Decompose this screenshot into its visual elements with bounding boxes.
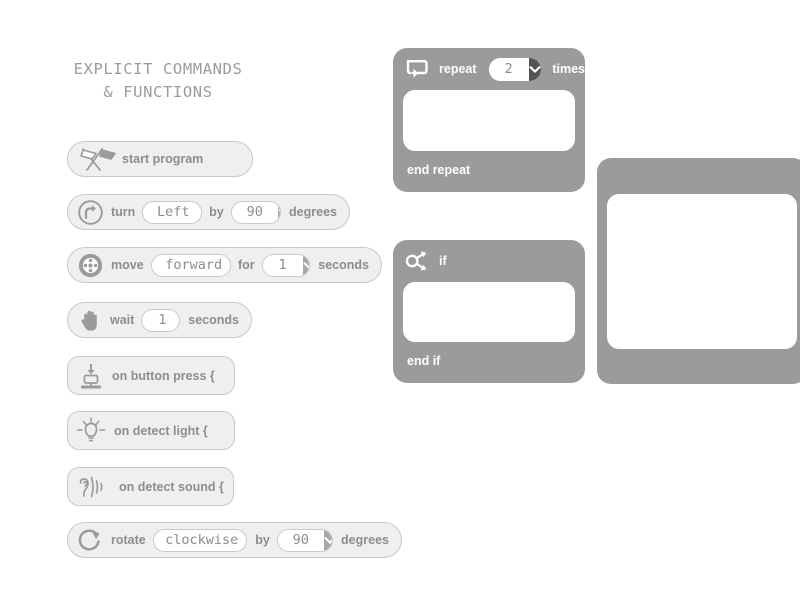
dropdown-value-repeat-count: 2 <box>488 57 529 81</box>
control-block-third-body-slot[interactable] <box>607 194 797 349</box>
ear-sound-icon <box>75 472 115 502</box>
button-press-icon <box>77 361 105 391</box>
control-block-if-body-slot[interactable] <box>403 282 575 342</box>
control-block-third-header <box>597 158 800 194</box>
command-label-on-button-press: on button press { <box>112 368 215 383</box>
control-block-third-clipped[interactable] <box>597 158 800 384</box>
lightbulb-icon <box>75 415 107 447</box>
command-mid-move: for <box>237 258 255 272</box>
command-tail-rotate: degrees <box>341 533 389 547</box>
command-block-on-detect-sound[interactable]: on detect sound { <box>67 467 234 506</box>
command-block-turn[interactable]: turn Left by 90 degrees <box>67 194 350 230</box>
chevron-down-icon[interactable] <box>323 529 333 551</box>
command-label-move: move <box>111 258 144 272</box>
hand-icon <box>77 307 103 334</box>
repeat-loop-icon <box>405 57 431 81</box>
dropdown-value-turn-direction: Left <box>143 201 202 223</box>
command-label-wait: wait <box>110 313 135 327</box>
dropdown-move-seconds[interactable]: 1 <box>261 253 311 277</box>
command-label-on-detect-light: on detect light { <box>114 423 208 438</box>
dropdown-move-direction[interactable]: forward <box>150 253 231 277</box>
command-mid-rotate: by <box>255 533 270 547</box>
wheel-icon <box>77 252 104 279</box>
dropdown-rotate-direction[interactable]: clockwise <box>152 528 248 552</box>
command-tail-move: seconds <box>318 258 369 272</box>
control-block-third-footer <box>597 349 800 384</box>
control-block-repeat-header: repeat 2 times <box>393 48 585 90</box>
control-block-repeat[interactable]: repeat 2 times end repeat <box>393 48 585 192</box>
rotate-circle-arrow-icon <box>77 527 104 554</box>
command-label-turn: turn <box>111 205 136 219</box>
turn-arrow-circle-icon <box>77 199 104 226</box>
control-block-repeat-label: repeat <box>439 62 477 76</box>
command-tail-turn: degrees <box>289 205 337 219</box>
page-title: EXPLICIT COMMANDS & FUNCTIONS <box>42 58 274 104</box>
control-block-if-header: if <box>393 240 585 282</box>
dropdown-wait-seconds[interactable]: 1 <box>141 308 181 332</box>
command-mid-turn: by <box>209 205 224 219</box>
command-block-wait[interactable]: wait 1 seconds <box>67 302 252 338</box>
dropdown-value-move-seconds: 1 <box>262 254 303 276</box>
control-block-repeat-body-slot[interactable] <box>403 90 575 151</box>
command-label-on-detect-sound: on detect sound { <box>119 479 224 494</box>
control-block-repeat-tail: times <box>552 62 585 76</box>
control-block-if-footer: end if <box>407 354 441 368</box>
command-block-move[interactable]: move forward for 1 seconds <box>67 247 382 283</box>
page-title-line1: EXPLICIT COMMANDS <box>73 60 243 78</box>
branch-arrows-icon <box>405 249 431 273</box>
dropdown-repeat-count[interactable]: 2 <box>488 57 542 81</box>
control-block-repeat-footer: end repeat <box>407 163 471 177</box>
command-label-rotate: rotate <box>111 533 146 547</box>
dropdown-value-turn-degrees: 90 <box>231 201 278 223</box>
control-block-if-label: if <box>439 254 447 268</box>
dropdown-turn-direction[interactable]: Left <box>142 200 203 224</box>
command-tail-wait: seconds <box>188 313 239 327</box>
command-block-on-button-press[interactable]: on button press { <box>67 356 235 395</box>
chevron-down-icon[interactable] <box>528 57 542 81</box>
command-label-start-program: start program <box>122 152 204 166</box>
command-block-start-program[interactable]: start program <box>67 141 253 177</box>
command-block-on-detect-light[interactable]: on detect light { <box>67 411 235 450</box>
chevron-down-icon[interactable] <box>302 254 310 276</box>
control-block-if[interactable]: if end if <box>393 240 585 383</box>
command-block-rotate[interactable]: rotate clockwise by 90 degrees <box>67 522 402 558</box>
dropdown-value-rotate-degrees: 90 <box>277 529 324 551</box>
dropdown-value-wait-seconds: 1 <box>142 309 180 331</box>
dropdown-rotate-degrees[interactable]: 90 <box>276 528 334 552</box>
crossed-flags-icon <box>78 146 118 172</box>
dropdown-value-rotate-direction: clockwise <box>153 529 247 551</box>
dropdown-value-move-direction: forward <box>151 254 230 276</box>
chevron-down-icon[interactable] <box>277 201 281 223</box>
page-title-line2: & FUNCTIONS <box>103 83 213 101</box>
dropdown-turn-degrees[interactable]: 90 <box>230 200 282 224</box>
